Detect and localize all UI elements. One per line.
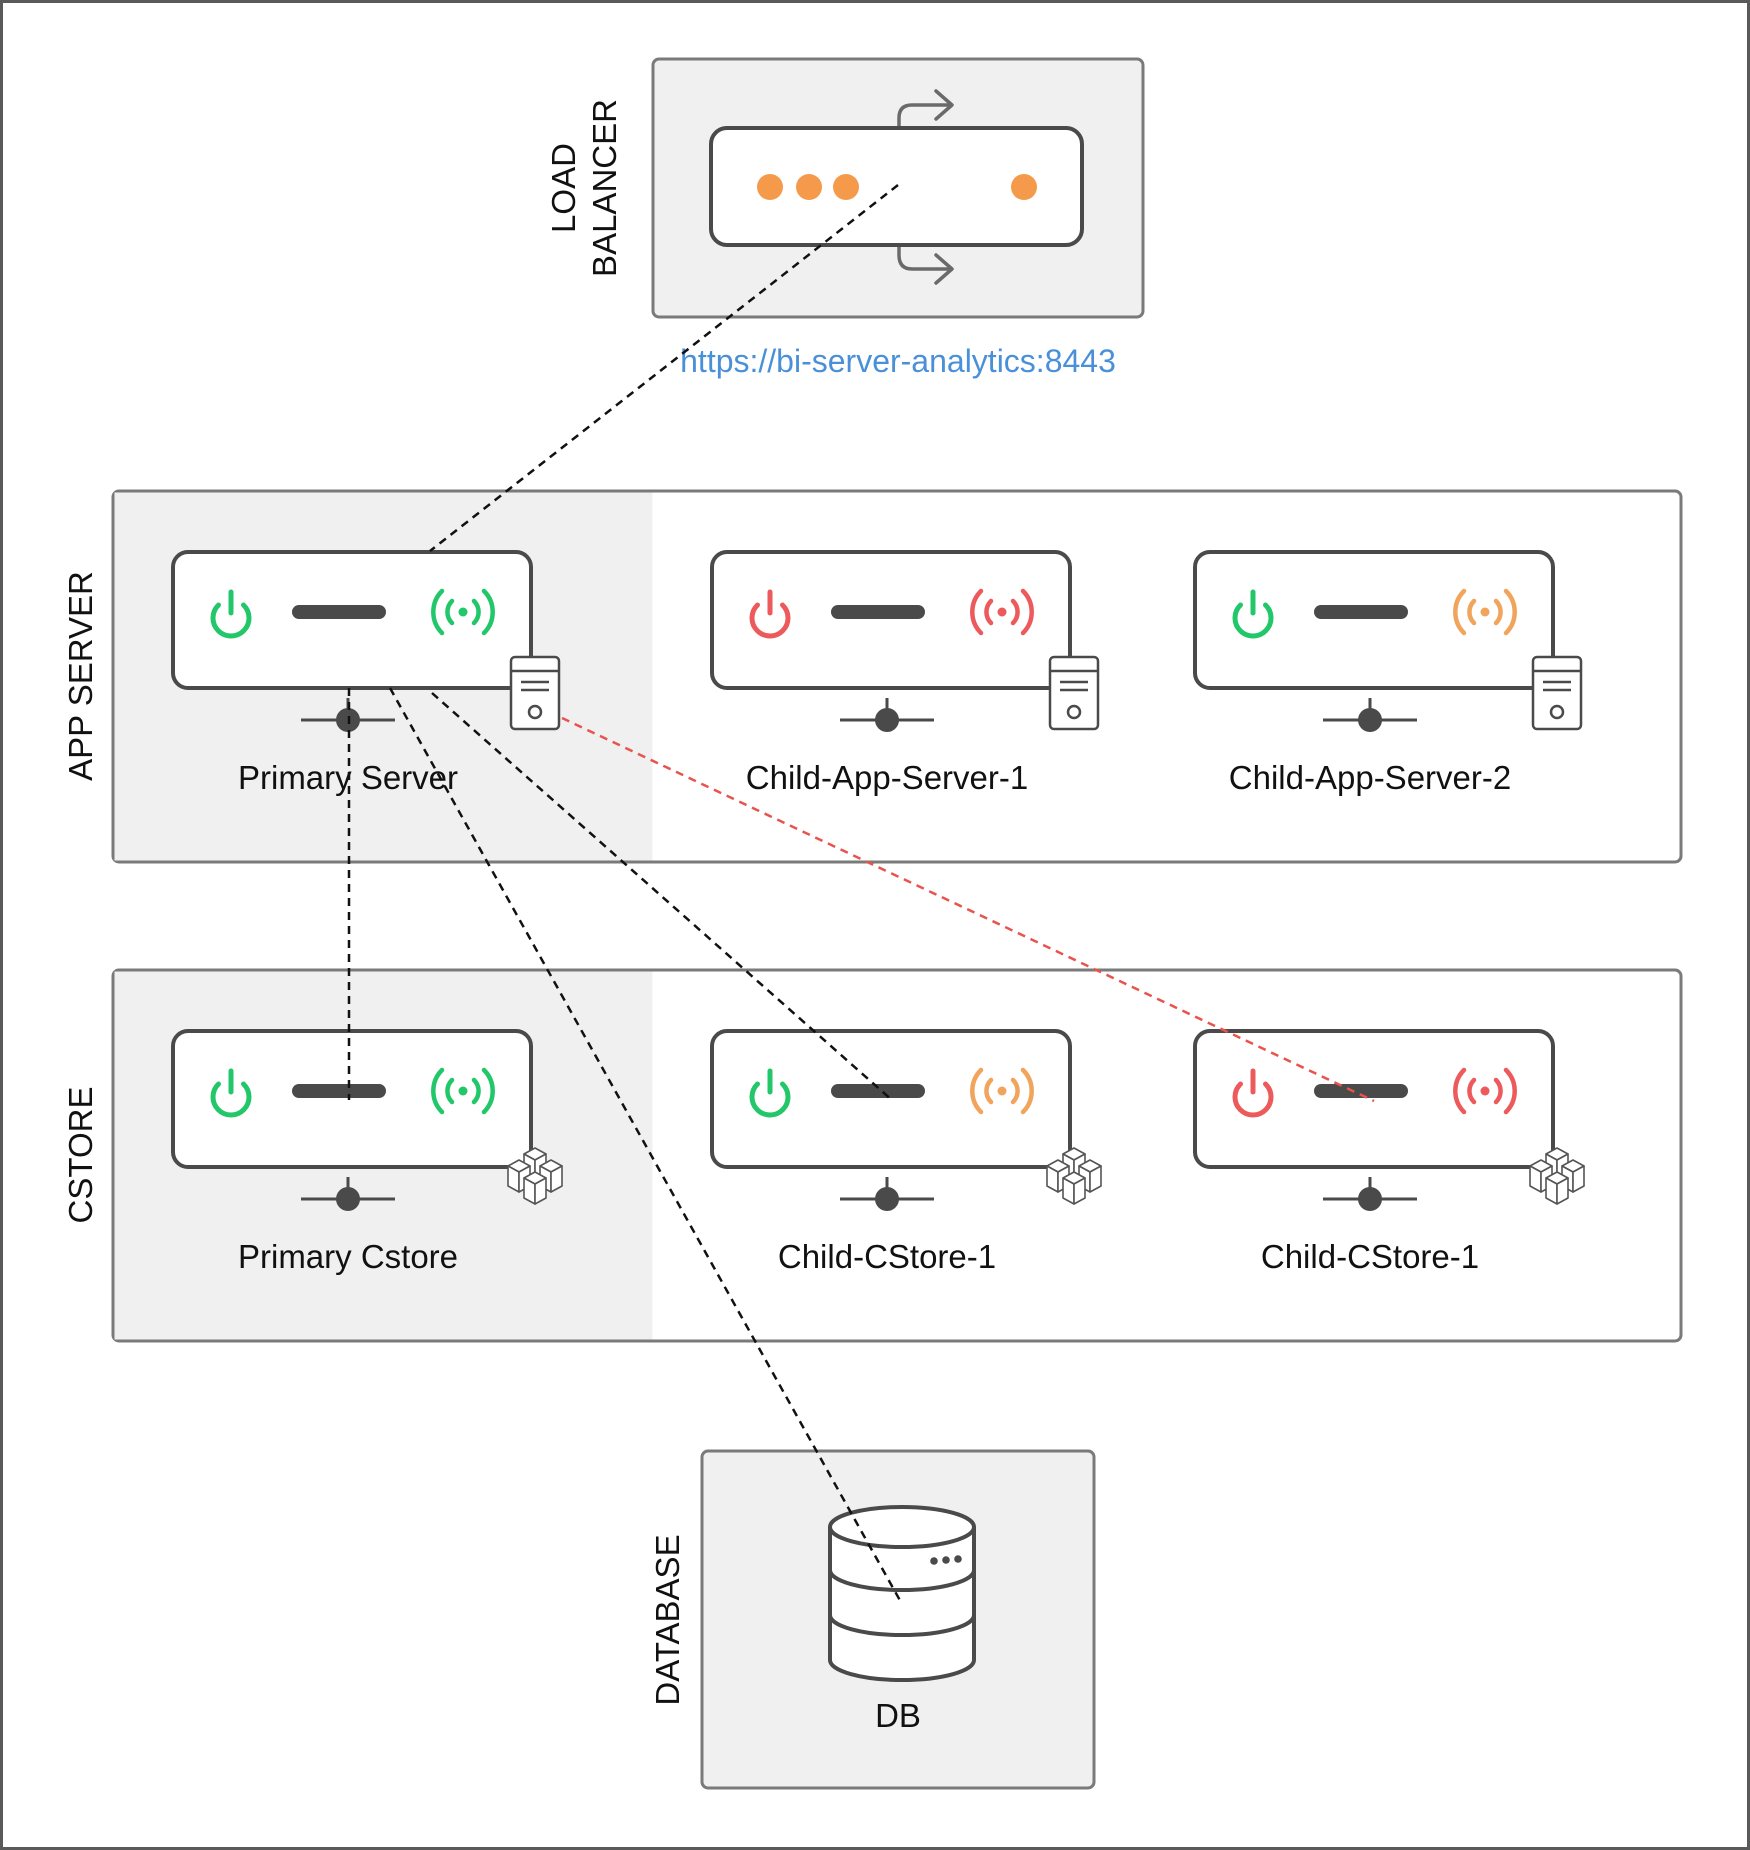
- connection-lb-to-primary-server: [429, 184, 899, 552]
- cstore-node-name: Child-CStore-1: [778, 1238, 996, 1275]
- load-balancer-label-line1: LOAD: [545, 143, 582, 233]
- app-server-node-name: Child-App-Server-2: [1229, 759, 1511, 796]
- database-name: DB: [875, 1697, 921, 1734]
- status-dot: [833, 174, 859, 200]
- server-node[interactable]: Child-App-Server-2: [1193, 550, 1583, 796]
- server-node-box: [710, 550, 1072, 690]
- connection-primary-server-to-child-cstore-1: [431, 692, 894, 1102]
- server-node[interactable]: Child-CStore-1: [710, 1029, 1101, 1275]
- server-node[interactable]: Child-CStore-1: [1193, 1029, 1584, 1275]
- database-section-label: DATABASE: [649, 1534, 686, 1705]
- cstore-section: CSTORE Primary Cstore Child-CStore-1 Child…: [62, 968, 1683, 1343]
- database-section: DATABASE DB: [649, 1449, 1096, 1790]
- connection-primary-server-to-db: [388, 687, 904, 1605]
- server-node[interactable]: Primary Cstore: [171, 1029, 562, 1275]
- cstore-node-name: Primary Cstore: [238, 1238, 458, 1275]
- server-node-box: [171, 1029, 533, 1169]
- cstore-node-name: Child-CStore-1: [1261, 1238, 1479, 1275]
- load-balancer-url[interactable]: https://bi-server-analytics:8443: [680, 343, 1116, 379]
- server-node[interactable]: Child-App-Server-1: [710, 550, 1100, 796]
- cstore-section-label: CSTORE: [62, 1087, 99, 1224]
- load-balancer-label-line2: BALANCER: [586, 99, 623, 277]
- server-tower-icon: [509, 655, 561, 731]
- app-server-node-name: Child-App-Server-1: [746, 759, 1028, 796]
- server-node-box: [171, 550, 533, 690]
- server-tower-icon: [1048, 655, 1100, 731]
- status-dot: [796, 174, 822, 200]
- server-node-box: [1193, 1029, 1555, 1169]
- routing-arrow-icon: [897, 89, 954, 285]
- status-dot: [1011, 174, 1037, 200]
- status-dot: [757, 174, 783, 200]
- server-tower-icon: [1531, 655, 1583, 731]
- app-server-section-label: APP SERVER: [62, 571, 99, 781]
- load-balancer-section: LOAD BALANCER https://bi-server-analytic…: [545, 57, 1145, 379]
- database-cylinder-icon: [828, 1505, 976, 1682]
- connections: [347, 184, 1375, 1605]
- server-node-box: [1193, 550, 1555, 690]
- connection-primary-server-to-child-cstore-2: [561, 716, 1375, 1103]
- server-node-box: [710, 1029, 1072, 1169]
